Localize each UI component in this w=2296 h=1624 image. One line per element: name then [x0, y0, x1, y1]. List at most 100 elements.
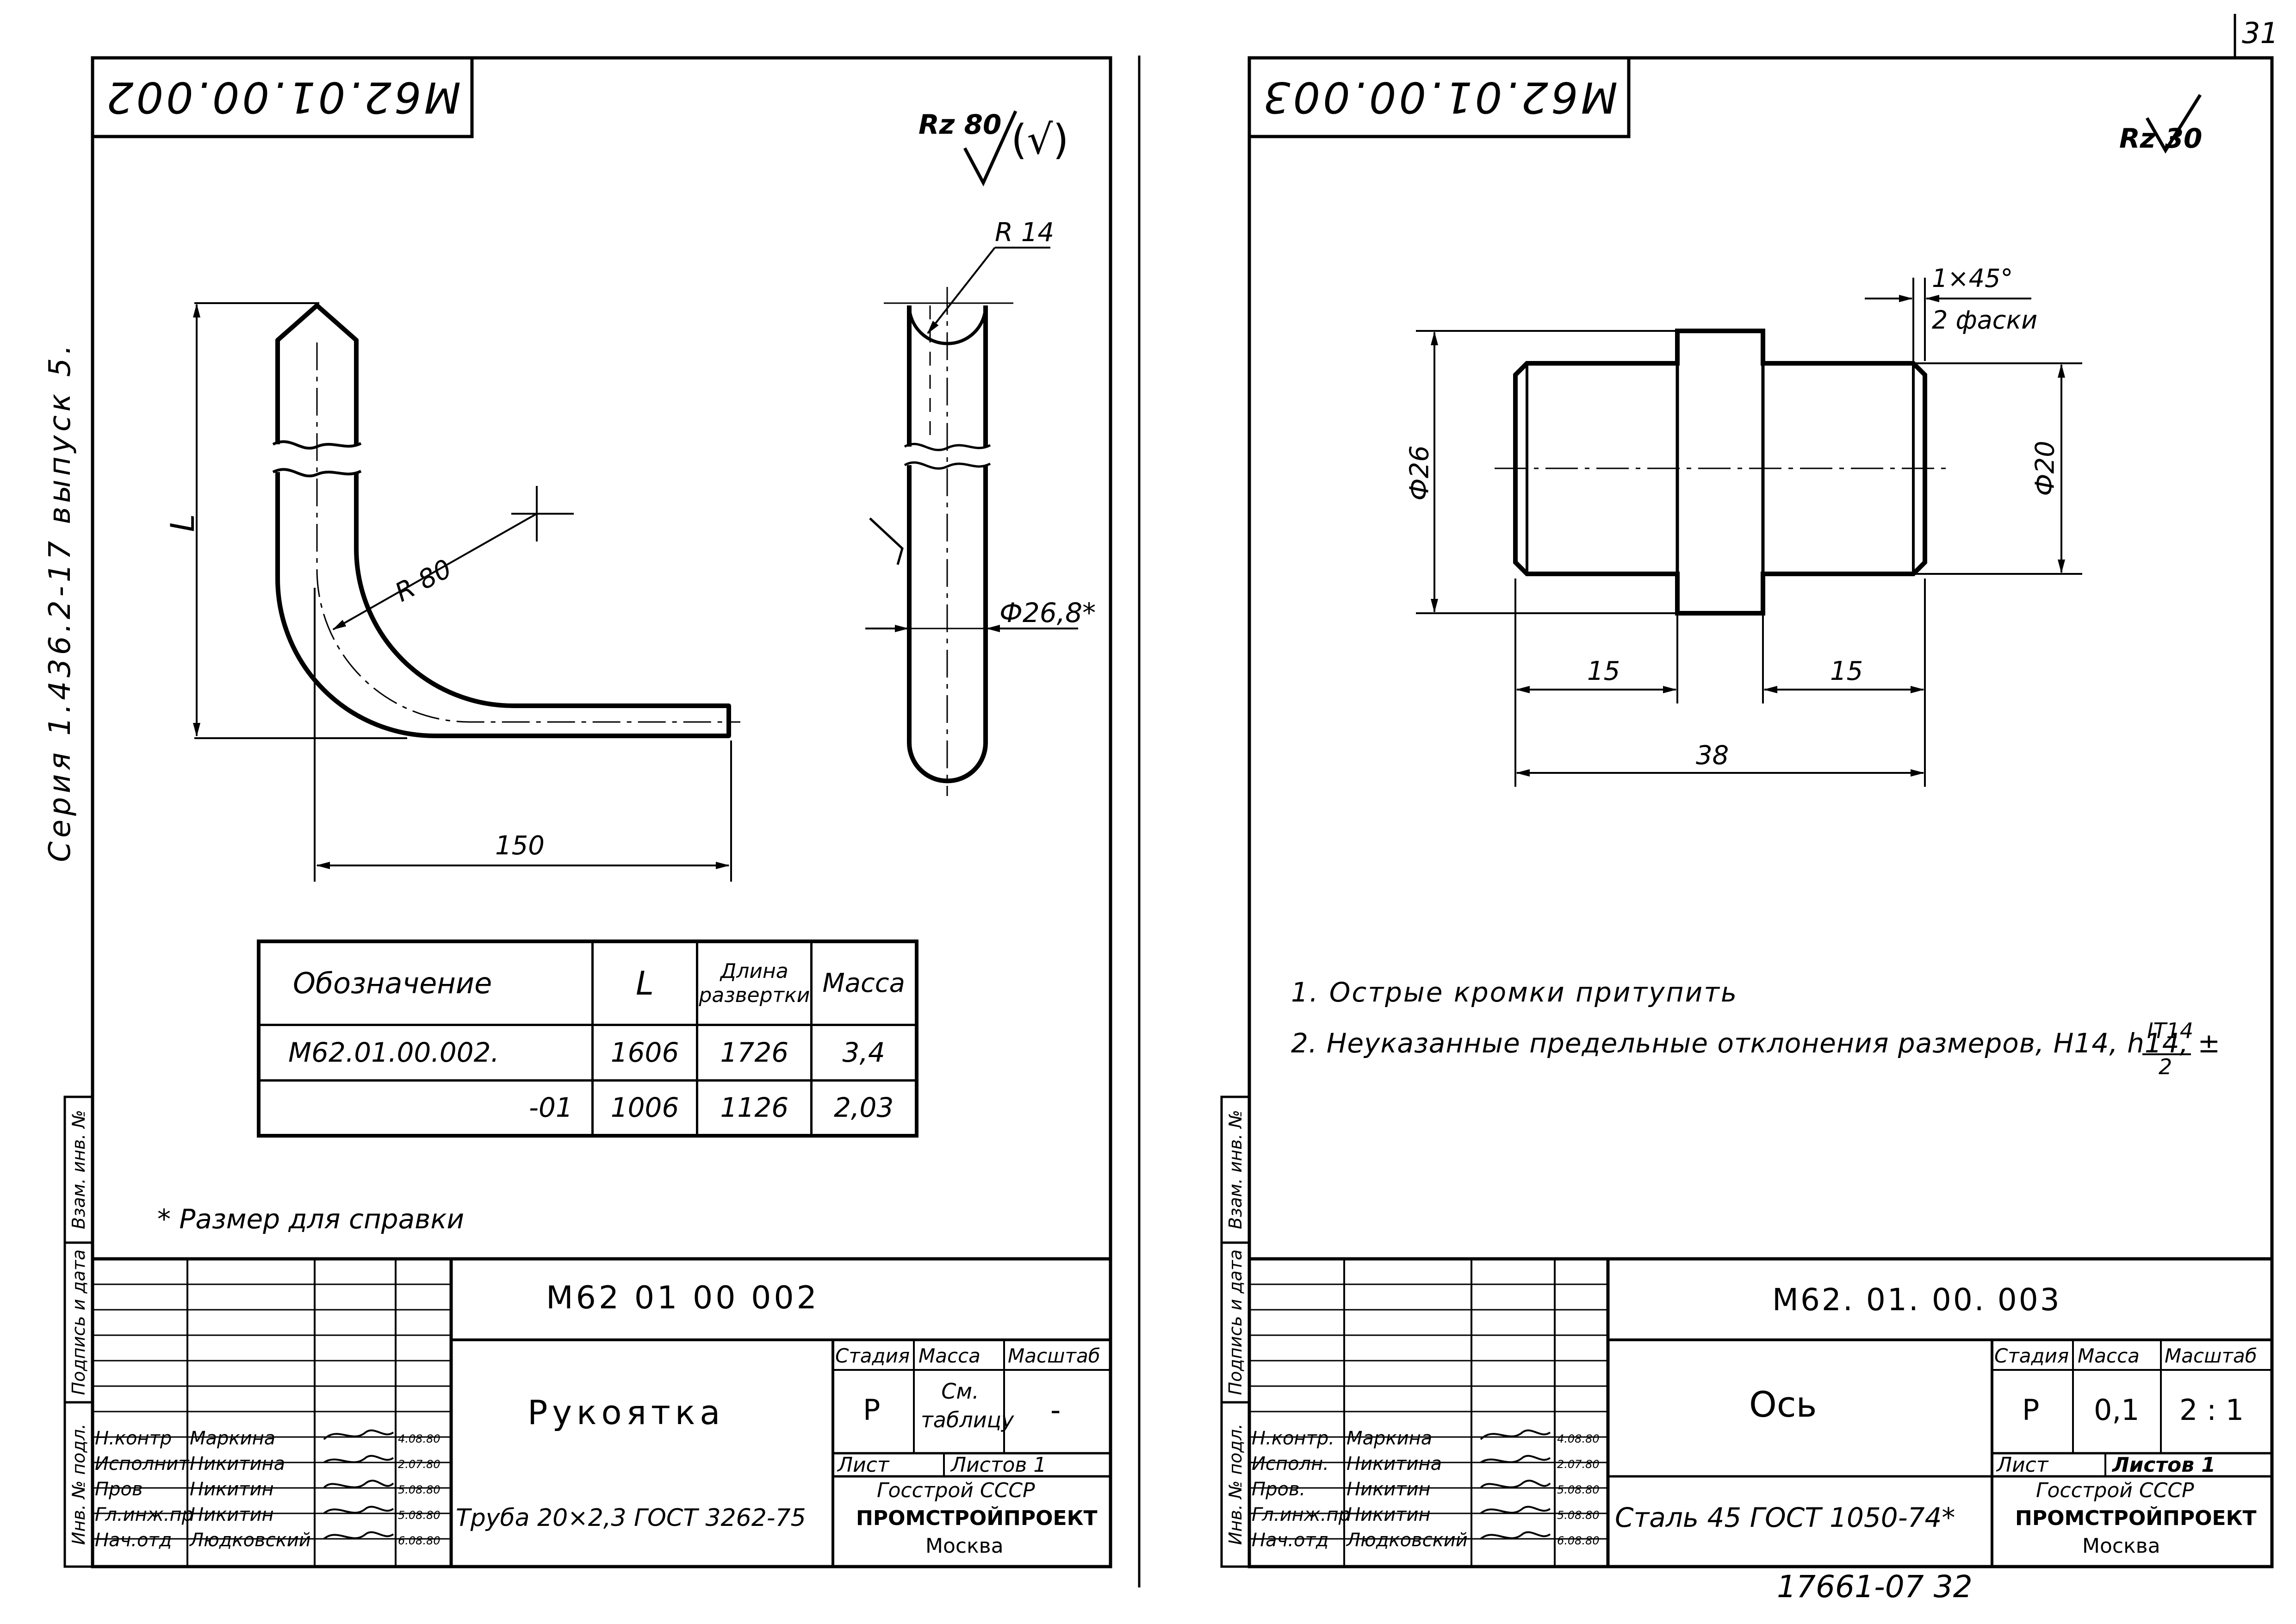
left-roughness-paren: (√)	[1011, 116, 1069, 163]
table-cell: 1726	[696, 1023, 813, 1082]
right-date: 5.08.80	[1557, 1509, 1600, 1522]
page-number: 31	[2242, 16, 2278, 50]
table-header-L: L	[591, 940, 699, 1026]
right-person: Маркина	[1347, 1428, 1433, 1449]
signatures	[323, 1429, 1551, 1540]
left-dim-L-label: L	[164, 514, 202, 532]
right-chamfer-label: 1×45°	[1932, 264, 2013, 293]
roughness-symbol-left	[963, 110, 1018, 187]
left-dim-dia-label: Ф26,8*	[999, 597, 1096, 628]
left-stamp-sign: Подпись и дата	[68, 1249, 89, 1395]
right-person: Никитин	[1347, 1504, 1431, 1525]
left-mass-value: См. таблицу	[921, 1379, 1014, 1432]
table-cell: 1606	[591, 1023, 699, 1082]
table-header-mass: Масса	[810, 940, 918, 1026]
left-mass-header: Масса	[918, 1344, 980, 1367]
left-stamp-replace: Взам. инв. №	[68, 1109, 89, 1230]
table-cell: 2,03	[810, 1079, 918, 1137]
left-spec-table: Обозначение L Длина развертки Масса М62.…	[257, 940, 918, 1138]
bottom-number: 17661-07 32	[1777, 1569, 1973, 1605]
left-sheets-label: Листов 1	[951, 1453, 1047, 1477]
dim-15-right	[1762, 579, 1926, 787]
dim-dia-26	[1416, 330, 1675, 614]
left-person: Маркина	[190, 1428, 276, 1449]
left-stamp-inv: Инв. № подл.	[68, 1423, 89, 1545]
right-material: Сталь 45 ГОСТ 1050-74*	[1615, 1502, 1955, 1533]
left-date: 4.08.80	[398, 1432, 441, 1445]
chamfer-leader	[1865, 278, 2031, 361]
dim-15-left	[1514, 579, 1678, 787]
left-r14-label: R 14	[995, 218, 1054, 248]
left-roughness-label: Rz 80	[918, 109, 1002, 140]
page-number-frame	[2234, 14, 2272, 59]
handle-centerline	[316, 342, 740, 723]
right-chamfer-count: 2 фаски	[1932, 305, 2038, 335]
right-tol-numerator: IT14	[2147, 1018, 2194, 1043]
right-role: Гл.инж.пр	[1252, 1504, 1351, 1525]
left-person: Никитин	[190, 1504, 274, 1525]
left-scale-header: Масштаб	[1008, 1344, 1100, 1367]
left-role: Исполнит	[95, 1453, 189, 1475]
right-person: Людковский	[1347, 1530, 1468, 1551]
handle-part-outline	[275, 303, 731, 738]
left-scale-value: -	[1050, 1393, 1061, 1427]
table-cell: -01	[257, 1079, 594, 1137]
right-dim-38-label: 38	[1696, 740, 1729, 771]
tube-section-mark	[869, 517, 904, 565]
table-header-length: Длина развертки	[696, 940, 813, 1026]
left-material: Труба 20×2,3 ГОСТ 3262-75	[456, 1504, 806, 1532]
right-date: 5.08.80	[1557, 1483, 1600, 1496]
left-role: Нач.отд	[95, 1530, 172, 1551]
left-designation-mirrored: М62.01.00.002	[104, 72, 461, 122]
left-date: 5.08.80	[398, 1483, 441, 1496]
left-stage-value: Р	[863, 1393, 881, 1427]
right-role: Пров.	[1252, 1479, 1306, 1500]
right-note-2: 2. Неуказанные предельные отклонения раз…	[1291, 1027, 2221, 1059]
left-sheet-frame	[91, 56, 1112, 1568]
right-stamp-replace: Взам. инв. №	[1225, 1109, 1246, 1230]
left-person: Никитина	[190, 1453, 285, 1475]
left-role: Гл.инж.пр	[95, 1504, 194, 1525]
right-designation-mirrored: М62.01.00.003	[1260, 72, 1618, 122]
right-title-block-grid	[1249, 1257, 2272, 1567]
tube-side-centerline	[929, 287, 948, 796]
right-org-line1: Госстрой СССР	[2036, 1479, 2194, 1502]
right-person: Никитин	[1347, 1479, 1431, 1500]
right-roughness-label: Rz 30	[2119, 123, 2203, 154]
dim-150	[314, 588, 732, 882]
right-mass-value: 0,1	[2094, 1393, 2140, 1427]
right-dim-d20-label: Ф20	[2030, 441, 2060, 496]
table-cell: М62.01.00.002.	[257, 1023, 594, 1082]
table-cell: 3,4	[810, 1023, 918, 1082]
right-role: Н.контр.	[1252, 1428, 1334, 1449]
right-org-line2: ПРОМСТРОЙПРОЕКТ	[2015, 1506, 2257, 1530]
dim-L	[193, 302, 407, 739]
right-sheets-label: Листов 1	[2112, 1453, 2215, 1477]
right-title-code: М62. 01. 00. 003	[1772, 1282, 2061, 1318]
left-org-line1: Госстрой СССР	[877, 1479, 1035, 1502]
right-stage-value: Р	[2022, 1393, 2040, 1427]
right-date: 6.08.80	[1557, 1534, 1600, 1547]
left-person: Никитин	[190, 1479, 274, 1500]
left-person: Людковский	[190, 1530, 311, 1551]
left-title-code: М62 01 00 002	[546, 1280, 819, 1316]
dim-dia-20	[1916, 362, 2082, 575]
right-sheet-frame	[1247, 56, 2274, 1568]
right-scale-header: Масштаб	[2165, 1344, 2257, 1367]
left-role: Н.контр	[95, 1428, 172, 1449]
right-org-line3: Москва	[2082, 1534, 2160, 1558]
right-tol-denominator: 2	[2159, 1054, 2172, 1079]
right-stamp-sign: Подпись и дата	[1225, 1249, 1246, 1395]
left-title-block-grid	[93, 1257, 1111, 1567]
right-sheet-label: Лист	[1997, 1453, 2048, 1477]
left-side-stamp-frame	[63, 1095, 94, 1568]
table-header-designation: Обозначение	[257, 940, 594, 1026]
right-date: 2.07.80	[1557, 1458, 1600, 1471]
r14-leader	[927, 247, 1050, 334]
right-note-1: 1. Острые кромки притупить	[1291, 977, 1738, 1008]
r80-leader	[332, 486, 574, 630]
left-date: 6.08.80	[398, 1534, 441, 1547]
right-stamp-inv: Инв. № подл.	[1225, 1423, 1246, 1545]
right-side-stamp-frame	[1220, 1095, 1251, 1568]
